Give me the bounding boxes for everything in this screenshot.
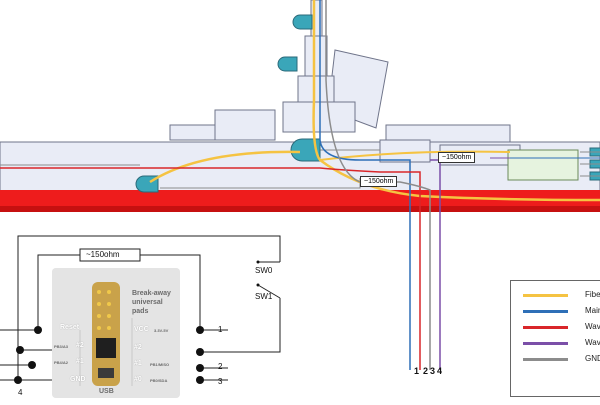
wire-number-1: 1 [414, 366, 420, 376]
board-title-1: Break-away [132, 290, 171, 297]
ship-resistor-label-b: ~150ohm [360, 176, 398, 187]
stern-controller-box [507, 149, 579, 181]
wave-red-wire [0, 167, 421, 370]
pin-4-label: 4 [18, 388, 23, 397]
pad-reset: Reset [60, 324, 80, 331]
main-wire [319, 0, 411, 370]
mast-middle [304, 35, 328, 77]
ship-wiring [0, 0, 600, 370]
legend: Fiber Main Wave Wave GND [510, 280, 600, 397]
pad-left-1: #1 [76, 358, 84, 365]
legend-item-gnd: GND [523, 353, 600, 365]
pod-top-icon [292, 14, 313, 30]
legend-label: Wave [585, 322, 600, 331]
pad-left-2: #2 [76, 342, 84, 349]
bridge-upper [297, 75, 335, 103]
pad-vcc: VCC [134, 326, 149, 333]
bridge-lower [282, 101, 356, 133]
board-title-2: universal [132, 299, 163, 306]
hull-step [379, 139, 431, 163]
legend-swatch [523, 326, 568, 329]
microcontroller-board: Break-away universal pads Reset VCC 3.3V… [52, 268, 180, 398]
pin-3-label: 3 [218, 377, 223, 386]
pad-right-2: #2 [134, 344, 142, 351]
wire-number-2: 2 [423, 366, 429, 376]
pod-mid-icon [277, 56, 298, 72]
wire-number-4: 4 [437, 366, 443, 376]
pad-right-note-b: PB0/SDA [150, 378, 168, 383]
fiber-bow [149, 150, 301, 184]
pad-usb: USB [99, 388, 114, 395]
wire-top-loop [17, 235, 281, 380]
legend-item-wave-purple: Wave [523, 337, 600, 349]
gnd-wire [325, 0, 431, 370]
pad-right-1: #1 [134, 360, 142, 367]
resistor-symbol [79, 248, 141, 262]
pad-gnd: GND [70, 376, 86, 383]
pad-left-note-a: PB3/A3 [54, 344, 69, 349]
legend-item-wave-red: Wave [523, 321, 600, 333]
pad-left-note-b: PB4/A2 [54, 360, 69, 365]
wire-number-3: 3 [430, 366, 436, 376]
pad-right-0: #0 [134, 376, 142, 383]
legend-item-main: Main [523, 305, 600, 317]
switch-0-label: SW0 [255, 266, 273, 275]
legend-swatch [523, 358, 568, 361]
pad-vcc-note: 3.3V-5V [154, 328, 169, 333]
pad-right-note-a: PB1/MISO [150, 362, 170, 367]
pin-2-label: 2 [218, 362, 223, 371]
waterline-shadow [0, 206, 600, 212]
schematic-resistor-label: ~150ohm [86, 250, 120, 259]
pod-bridge-icon [290, 138, 321, 162]
schematic-wires [0, 235, 281, 381]
pin-1-label: 1 [218, 325, 223, 334]
schematic-nodes [14, 260, 260, 384]
legend-label: Wave [585, 338, 600, 347]
ship-superstructure [0, 0, 600, 193]
deck-house-mid [214, 109, 276, 141]
fiber-main [312, 0, 600, 202]
board-title-3: pads [132, 308, 149, 315]
board-graphic [52, 268, 180, 398]
legend-label: GND [585, 354, 600, 363]
legend-label: Main [585, 306, 600, 315]
switch-1-label: SW1 [255, 292, 273, 301]
legend-swatch [523, 342, 568, 345]
ship-resistor-label-a: ~150ohm [438, 152, 476, 163]
legend-label: Fiber [585, 290, 600, 299]
legend-swatch [523, 294, 568, 297]
legend-swatch [523, 310, 568, 313]
deck-house-right [385, 124, 511, 143]
legend-item-fiber: Fiber [523, 289, 600, 301]
